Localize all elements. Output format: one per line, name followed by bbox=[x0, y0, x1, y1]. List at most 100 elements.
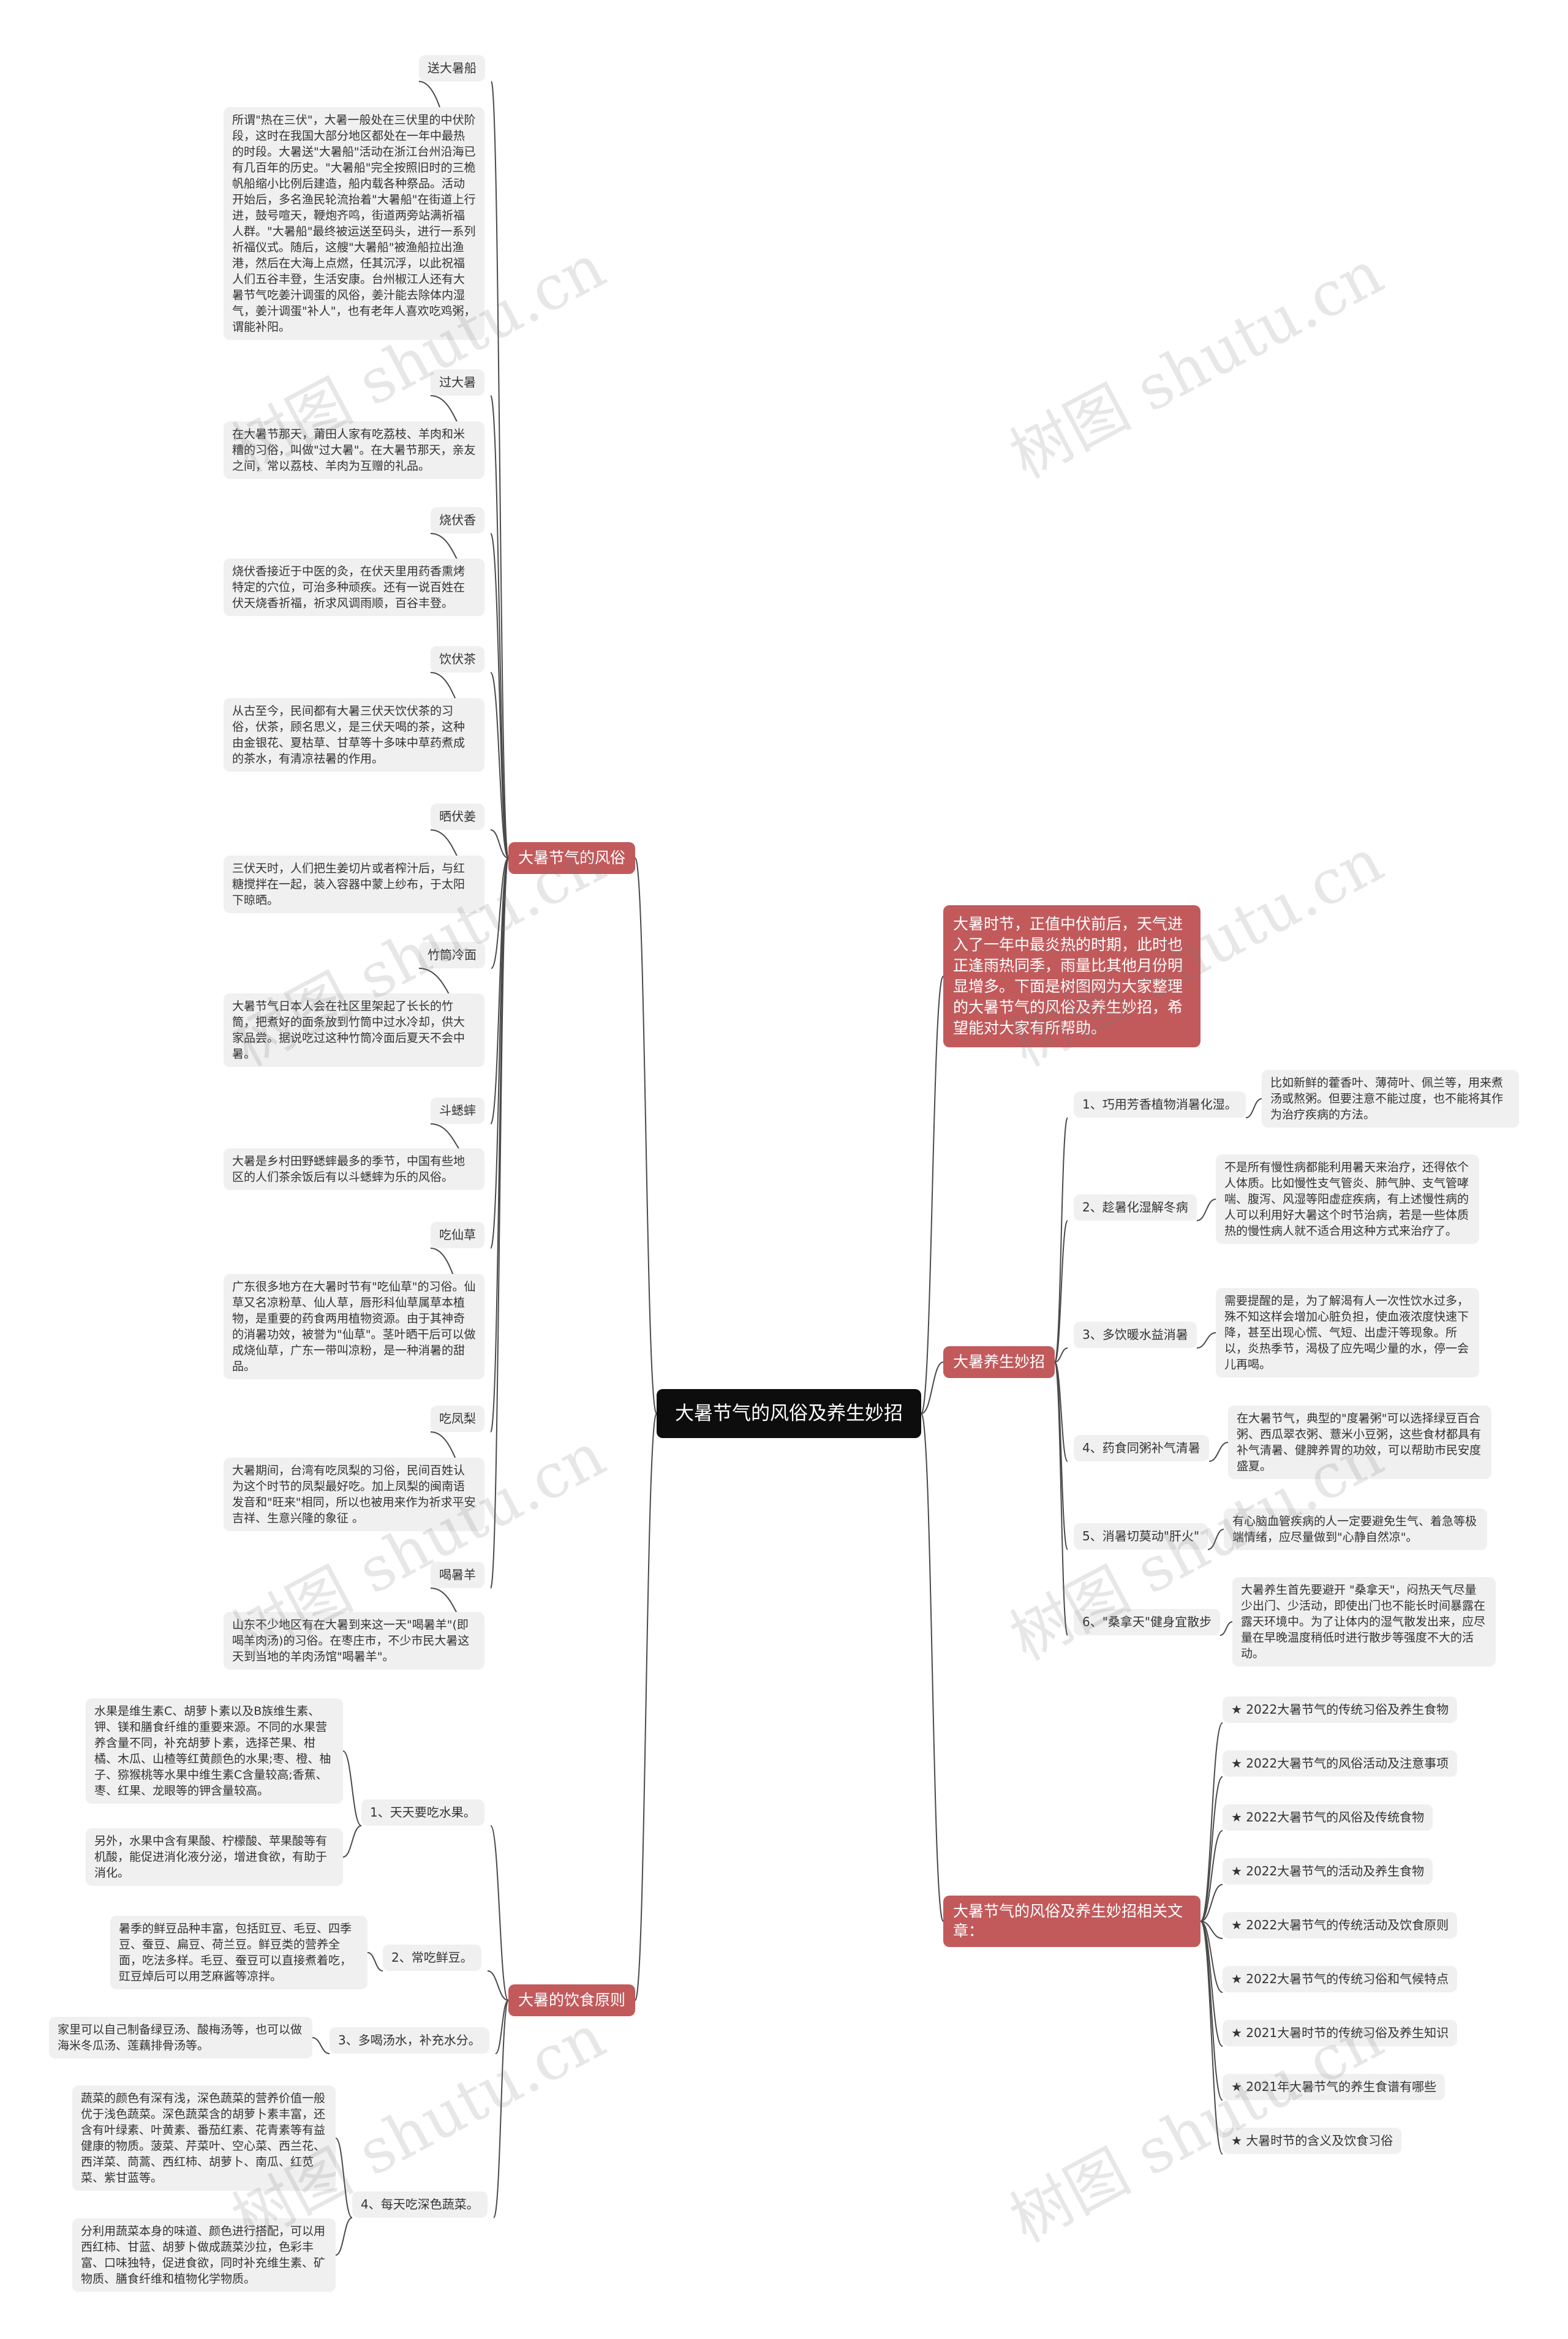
connector-line bbox=[1200, 1830, 1223, 1922]
health-text: 在大暑节气，典型的"度暑粥"可以选择绿豆百合粥、西瓜翠衣粥、薏米小豆粥，这些食材… bbox=[1228, 1406, 1491, 1479]
custom-text: 大暑节气日本人会在社区里架起了长长的竹筒，把煮好的面条放到竹筒中过水冷却，供大家… bbox=[224, 993, 484, 1067]
connector-line bbox=[493, 2000, 509, 2218]
health-title[interactable]: 5、消暑切莫动"肝火" bbox=[1074, 1523, 1208, 1550]
connector-line bbox=[1200, 1921, 1223, 1993]
custom-title[interactable]: 过大暑 bbox=[431, 369, 484, 396]
related-article-link[interactable]: ★ 2022大暑节气的风俗及传统食物 bbox=[1223, 1804, 1433, 1831]
diet-text: 蔬菜的颜色有深有浅，深色蔬菜的营养价值一般优于浅色蔬菜。深色蔬菜含的胡萝卜素丰富… bbox=[72, 2085, 336, 2191]
connector-line bbox=[635, 857, 657, 1414]
related-article-link[interactable]: ★ 大暑时节的含义及饮食习俗 bbox=[1223, 2128, 1402, 2154]
custom-title[interactable]: 吃仙草 bbox=[431, 1222, 484, 1248]
related-article-link[interactable]: ★ 2022大暑节气的传统习俗和气候特点 bbox=[1223, 1966, 1458, 1992]
related-article-link[interactable]: ★ 2021大暑时节的传统习俗及养生知识 bbox=[1223, 2020, 1458, 2046]
intro-node: 大暑时节，正值中伏前后，天气进入了一年中最炎热的时期，此时也正逢雨热同季，雨量比… bbox=[943, 905, 1200, 1047]
connector-line bbox=[490, 857, 509, 1433]
health-title[interactable]: 3、多饮暖水益消暑 bbox=[1074, 1322, 1197, 1348]
connector-line bbox=[335, 2217, 353, 2256]
connector-line bbox=[921, 976, 944, 1414]
connector-line bbox=[1208, 1442, 1229, 1462]
health-title[interactable]: 2、趁暑化湿解冬病 bbox=[1074, 1194, 1197, 1221]
diet-title[interactable]: 3、多喝汤水，补充水分。 bbox=[330, 2027, 489, 2054]
connector-line bbox=[1054, 1117, 1068, 1363]
connector-line bbox=[1054, 1362, 1068, 1462]
custom-text: 广东很多地方在大暑时节有"吃仙草"的习俗。仙草又名凉粉草、仙人草，唇形科仙草属草… bbox=[224, 1274, 484, 1379]
connector-line bbox=[490, 829, 509, 859]
custom-text: 所谓"热在三伏"，大暑一般处在三伏里的中伏阶段，这时在我国大部分地区都处在一年中… bbox=[224, 107, 484, 340]
diet-text: 另外，水果中含有果酸、柠檬酸、苹果酸等有机酸，能促进消化液分泌，增进食欲，有助于… bbox=[86, 1828, 343, 1886]
connector-line bbox=[1196, 1332, 1216, 1349]
custom-title[interactable]: 竹筒冷面 bbox=[419, 942, 485, 968]
connector-line bbox=[335, 2137, 353, 2218]
connector-line bbox=[490, 1825, 509, 2001]
related-article-link[interactable]: ★ 2022大暑节气的传统习俗及养生食物 bbox=[1223, 1697, 1458, 1723]
custom-title[interactable]: 烧伏香 bbox=[431, 507, 484, 533]
connector-line bbox=[342, 1825, 362, 1858]
connector-line bbox=[1196, 1199, 1216, 1221]
custom-text: 烧伏香接近于中医的灸，在伏天里用药香熏烤特定的穴位，可治多种顽疾。还有一说百姓在… bbox=[224, 559, 484, 616]
connector-line bbox=[1200, 1921, 1223, 2101]
custom-title[interactable]: 饮伏茶 bbox=[431, 646, 484, 672]
connector-line bbox=[1200, 1921, 1223, 2155]
diet-text: 水果是维生素C、胡萝卜素以及B族维生素、钾、镁和膳食纤维的重要来源。不同的水果营… bbox=[86, 1698, 343, 1804]
diet-title[interactable]: 4、每天吃深色蔬菜。 bbox=[352, 2191, 488, 2218]
custom-title[interactable]: 吃凤梨 bbox=[431, 1406, 484, 1432]
connector-line bbox=[921, 1413, 944, 1922]
custom-text: 山东不少地区有在大暑到来这一天"喝暑羊"(即喝羊肉汤)的习俗。在枣庄市，不少市民… bbox=[224, 1612, 484, 1670]
custom-text: 大暑是乡村田野蟋蟀最多的季节，中国有些地区的人们茶余饭后有以斗蟋蟀为乐的风俗。 bbox=[224, 1148, 484, 1190]
custom-title[interactable]: 晒伏姜 bbox=[431, 804, 484, 830]
related-article-link[interactable]: ★ 2021年大暑节气的养生食谱有哪些 bbox=[1223, 2074, 1446, 2100]
health-text: 大暑养生首先要避开 "桑拿天"，闷热天气尽量少出门、少活动，即使出门也不能长时间… bbox=[1232, 1577, 1496, 1667]
custom-title[interactable]: 喝暑羊 bbox=[431, 1562, 484, 1588]
connector-line bbox=[342, 1750, 362, 1826]
diet-title[interactable]: 2、常吃鲜豆。 bbox=[383, 1945, 481, 1971]
custom-text: 从古至今，民间都有大暑三伏天饮伏茶的习俗，伏茶，顾名思义，是三伏天喝的茶，这种由… bbox=[224, 698, 484, 772]
root-topic[interactable]: 大暑节气的风俗及养生妙招 bbox=[657, 1389, 921, 1438]
health-text: 有心脑血管疾病的人一定要避免生气、着急等极端情绪，应尽量做到"心静自然凉"。 bbox=[1224, 1508, 1487, 1550]
connector-line bbox=[1207, 1529, 1224, 1550]
custom-title[interactable]: 斗蟋蟀 bbox=[431, 1098, 484, 1124]
diet-text: 暑季的鲜豆品种丰富，包括豇豆、毛豆、四季豆、蚕豆、扁豆、荷兰豆。鲜豆类的营养全面… bbox=[110, 1916, 368, 1989]
branch-customs[interactable]: 大暑节气的风俗 bbox=[508, 842, 636, 874]
health-title[interactable]: 6、"桑拿天"健身宜散步 bbox=[1074, 1609, 1221, 1635]
connector-line bbox=[1054, 1347, 1068, 1363]
custom-text: 大暑期间，台湾有吃凤梨的习俗，民间百姓认为这个时节的凤梨最好吃。加上凤梨的闽南语… bbox=[224, 1458, 484, 1531]
connector-line bbox=[1200, 1776, 1223, 1922]
diet-text: 分利用蔬菜本身的味道、颜色进行搭配，可以用西红柿、甘蓝、胡萝卜做成蔬菜沙拉，色彩… bbox=[72, 2218, 336, 2292]
connector-line bbox=[491, 857, 509, 969]
custom-text: 三伏天时，人们把生姜切片或者榨汁后，与红糖搅拌在一起，装入容器中蒙上纱布，于太阳… bbox=[224, 856, 484, 913]
connector-line bbox=[1054, 1362, 1068, 1636]
connector-line bbox=[490, 533, 509, 859]
connector-line bbox=[1200, 1884, 1223, 1922]
connector-line bbox=[487, 1970, 509, 2001]
branch-diet[interactable]: 大暑的饮食原则 bbox=[508, 1984, 636, 2016]
health-text: 比如新鲜的藿香叶、薄荷叶、佩兰等，用来煮汤或熬粥。但要注意不能过度，也不能将其作… bbox=[1262, 1070, 1519, 1128]
connector-line bbox=[1054, 1220, 1068, 1363]
branch-health[interactable]: 大暑养生妙招 bbox=[943, 1346, 1055, 1378]
connector-line bbox=[1219, 1621, 1233, 1636]
related-article-link[interactable]: ★ 2022大暑节气的活动及养生食物 bbox=[1223, 1858, 1433, 1885]
diet-title[interactable]: 1、天天要吃水果。 bbox=[361, 1799, 484, 1826]
connector-line bbox=[312, 2037, 330, 2054]
connector-line bbox=[367, 1952, 383, 1972]
connector-line bbox=[491, 81, 509, 859]
custom-text: 在大暑节那天，莆田人家有吃荔枝、羊肉和米糟的习俗，叫做"过大暑"。在大暑节那天，… bbox=[224, 421, 484, 479]
connector-line bbox=[490, 857, 509, 1589]
connector-line bbox=[495, 2000, 509, 2054]
connector-line bbox=[490, 672, 509, 859]
related-article-link[interactable]: ★ 2022大暑节气的风俗活动及注意事项 bbox=[1223, 1750, 1458, 1777]
health-title[interactable]: 4、药食同粥补气清暑 bbox=[1074, 1435, 1209, 1461]
health-title[interactable]: 1、巧用芳香植物消暑化湿。 bbox=[1074, 1091, 1246, 1118]
connector-line bbox=[490, 857, 509, 1249]
related-article-link[interactable]: ★ 2022大暑节气的传统活动及饮食原则 bbox=[1223, 1912, 1458, 1938]
diet-text: 家里可以自己制备绿豆汤、酸梅汤等，也可以做海米冬瓜汤、莲藕排骨汤等。 bbox=[49, 2017, 312, 2058]
connector-line bbox=[1200, 1722, 1223, 1922]
connector-line bbox=[490, 857, 509, 1124]
custom-title[interactable]: 送大暑船 bbox=[419, 55, 485, 81]
connector-line bbox=[921, 1362, 944, 1414]
health-text: 需要提醒的是，为了解渴有人一次性饮水过多，殊不知这样会增加心脏负担，使血液浓度快… bbox=[1216, 1288, 1479, 1377]
health-text: 不是所有慢性病都能利用暑天来治疗，还得依个人体质。比如慢性支气管炎、肺气肿、支气… bbox=[1216, 1154, 1479, 1244]
connector-line bbox=[1200, 1921, 1223, 2047]
connector-line bbox=[635, 1413, 657, 2001]
connector-line bbox=[1245, 1098, 1262, 1118]
branch-related[interactable]: 大暑节气的风俗及养生妙招相关文章： bbox=[943, 1896, 1200, 1947]
